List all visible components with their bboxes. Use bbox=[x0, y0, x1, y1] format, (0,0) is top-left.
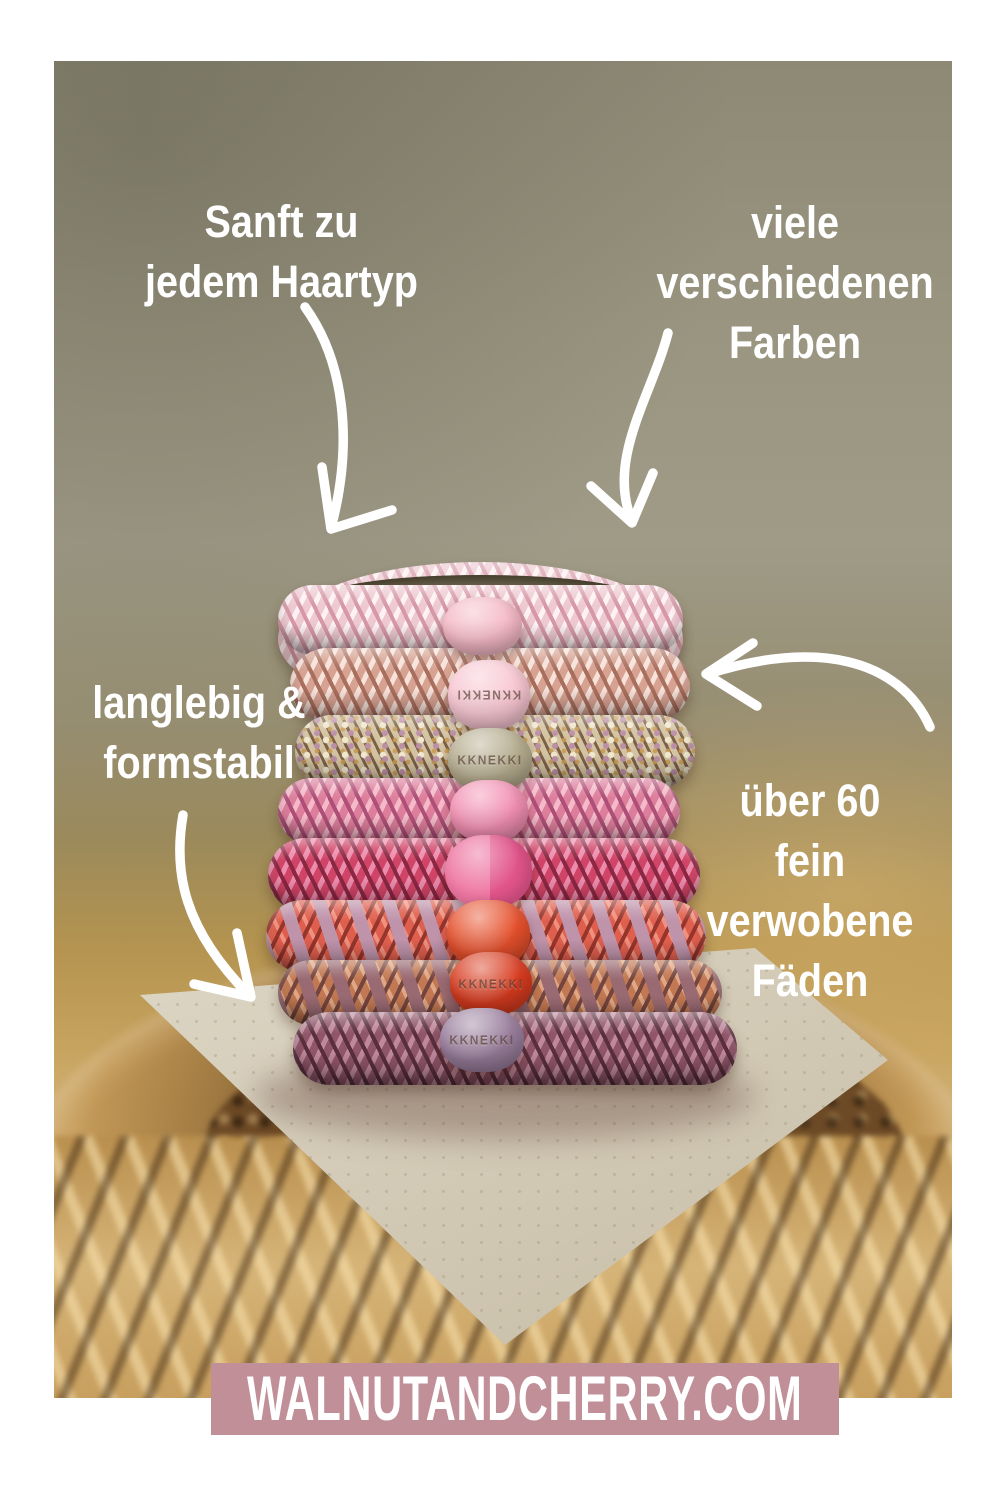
curved-arrow-down-left-icon bbox=[300, 302, 397, 534]
brand-engraving: KKNEKKI bbox=[449, 1032, 515, 1048]
annotation-many-colors: viele verschiedenen Farben bbox=[623, 193, 952, 373]
annotation-line: jedem Haartyp bbox=[145, 256, 418, 307]
annotation-line: Fäden bbox=[751, 955, 869, 1006]
annotation-line: formstabil bbox=[103, 737, 295, 788]
bead-purple: KKNEKKI bbox=[440, 1008, 524, 1072]
annotation-line: verwobene bbox=[706, 895, 914, 946]
annotation-line: Sanft zu bbox=[204, 196, 359, 247]
annotation-durable: langlebig & formstabil bbox=[71, 673, 326, 793]
banner: WALNUTANDCHERRY.COM bbox=[211, 1363, 839, 1435]
bead-two-tone-pink bbox=[445, 835, 532, 908]
annotation-line: viele bbox=[750, 197, 840, 248]
annotation-line: langlebig & bbox=[92, 677, 306, 728]
bead-rose: KKNEKKI bbox=[448, 660, 530, 730]
bead-pink bbox=[450, 780, 528, 842]
brand-engraving: KKNEKKI bbox=[456, 687, 522, 703]
product-photo: KKNEKKI KKNEKKI KKNEKKI KKNEKKI Sanft zu… bbox=[54, 61, 952, 1398]
annotation-line: Farben bbox=[728, 317, 862, 368]
annotation-line: fein bbox=[774, 835, 846, 886]
brand-engraving: KKNEKKI bbox=[458, 975, 524, 992]
brand-engraving: KKNEKKI bbox=[457, 752, 523, 768]
annotation-soft-for-hair: Sanft zu jedem Haartyp bbox=[108, 192, 456, 312]
curved-arrow-down-right-icon bbox=[175, 810, 256, 1002]
website-url: WALNUTANDCHERRY.COM bbox=[247, 1364, 803, 1434]
curved-arrow-left-icon bbox=[701, 638, 935, 732]
bead-red: KKNEKKI bbox=[450, 952, 532, 1015]
annotation-60-threads: über 60 fein verwobene Fäden bbox=[669, 771, 951, 1011]
bead-pale-pink bbox=[443, 597, 522, 655]
annotation-line: über 60 bbox=[739, 775, 881, 826]
annotation-line: verschiedenen bbox=[656, 257, 934, 308]
